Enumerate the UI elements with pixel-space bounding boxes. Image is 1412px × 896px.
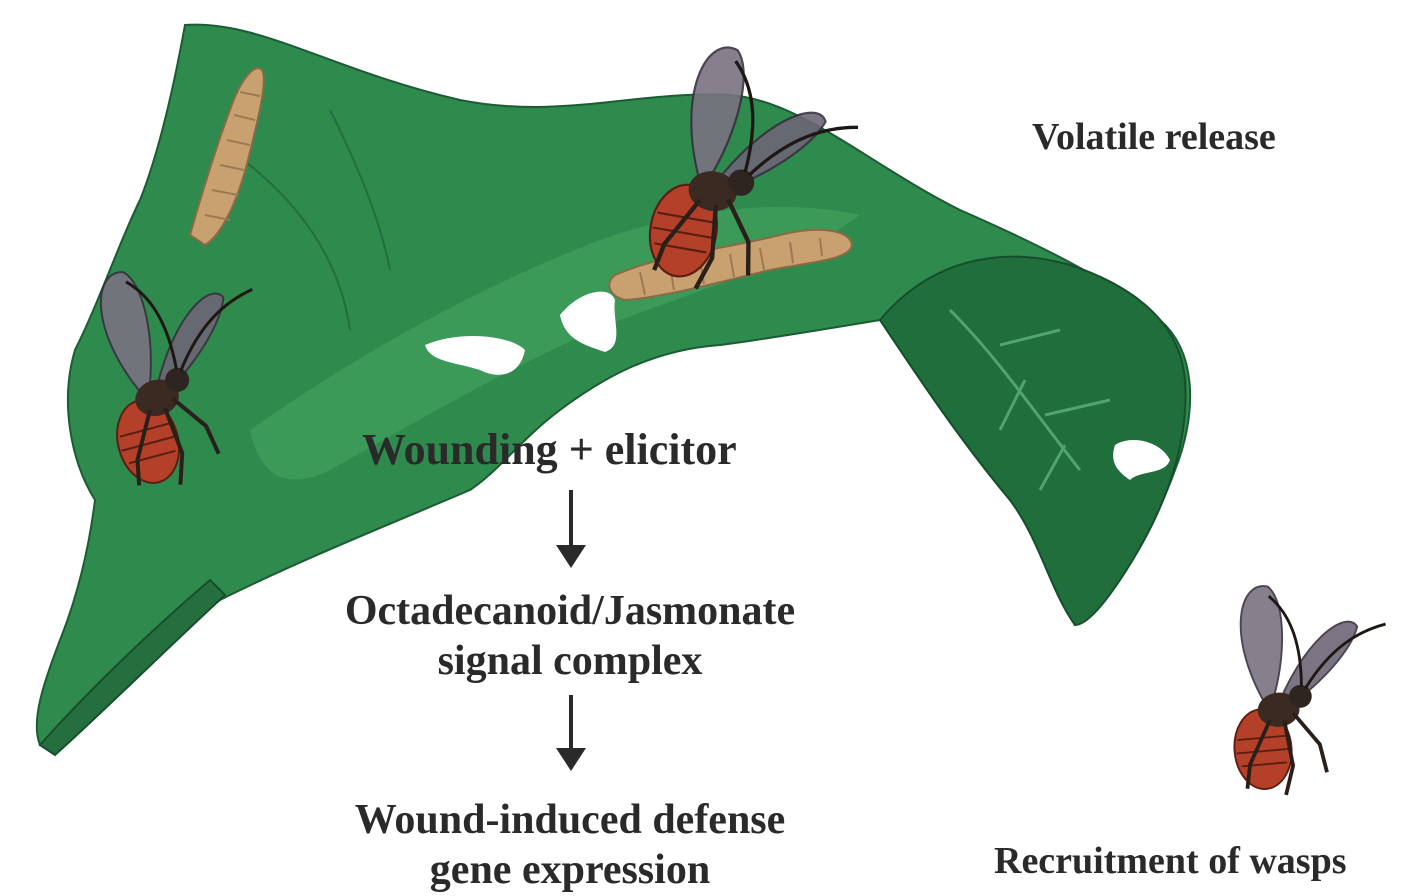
defense-line-1: Wound-induced defense (300, 795, 840, 845)
wounding-elicitor-label: Wounding + elicitor (362, 428, 737, 472)
octadecanoid-label: Octadecanoid/Jasmonate signal complex (300, 586, 840, 687)
volatile-release-label: Volatile release (1032, 118, 1276, 156)
down-arrow-icon (556, 695, 586, 771)
recruitment-label: Recruitment of wasps (994, 842, 1347, 880)
down-arrow-icon (556, 490, 586, 568)
elicitor-text: + elicitor (569, 425, 737, 474)
wounding-text: Wounding (362, 425, 558, 474)
defense-line-2: gene expression (300, 845, 840, 895)
wasp-icon (1220, 576, 1399, 799)
defense-gene-label: Wound-induced defense gene expression (300, 795, 840, 896)
octadecanoid-line-1: Octadecanoid/Jasmonate (300, 586, 840, 636)
octadecanoid-line-2: signal complex (300, 636, 840, 686)
